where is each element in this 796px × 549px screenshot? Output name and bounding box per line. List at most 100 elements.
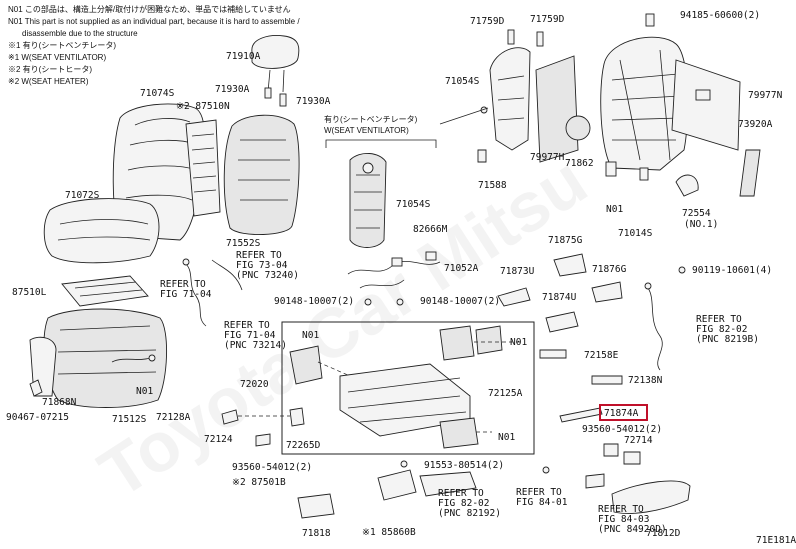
part-label-71588[interactable]: 71588 <box>478 180 507 191</box>
part-label-n01-top[interactable]: N01 <box>606 204 623 215</box>
part-label-87510l[interactable]: 87510L <box>12 287 47 298</box>
ref-note-ref-7104a-line-0[interactable]: REFER TO <box>160 279 206 290</box>
part-label-94185[interactable]: 94185-60600(2) <box>680 10 760 21</box>
part-label-91553[interactable]: 91553-80514(2) <box>424 460 504 471</box>
part-labels: 71759D 71759D 94185-60600(2) 71910A 71054S 79… <box>6 10 796 546</box>
part-label-72138n[interactable]: 72138N <box>628 375 663 386</box>
ref-note-ref-7104b-line-2[interactable]: (PNC 73214) <box>224 340 287 351</box>
part-label-71930a-l[interactable]: 71930A <box>215 84 250 95</box>
ref-note-ref-8202b-line-2[interactable]: (PNC 82192) <box>438 508 501 519</box>
harness-left <box>185 263 207 327</box>
part-label-72128a[interactable]: 72128A <box>156 412 191 423</box>
back-board <box>535 55 579 163</box>
part-label-71930a-r[interactable]: 71930A <box>296 96 331 107</box>
part-label-71876g[interactable]: 71876G <box>592 264 627 275</box>
part-label-71552s[interactable]: 71552S <box>226 238 261 249</box>
ref-note-ref-7104a-line-1[interactable]: FIG 71-04 <box>160 289 212 300</box>
note-line-3: disassemble due to the structure <box>22 29 138 38</box>
part-label-71910a[interactable]: 71910A <box>226 51 261 62</box>
inset-title-en: W(SEAT VENTILATOR) <box>324 126 409 135</box>
ref-note-ref-7104b-line-0[interactable]: REFER TO <box>224 320 270 331</box>
part-label-79977n[interactable]: 79977N <box>748 90 783 101</box>
part-label-71072s[interactable]: 71072S <box>65 190 100 201</box>
part-label-71052a[interactable]: 71052A <box>444 263 479 274</box>
part-label-72714[interactable]: 72714 <box>624 435 653 446</box>
part-label-71812d[interactable]: 71812D <box>646 528 681 539</box>
part-label-71873u[interactable]: 71873U <box>500 266 535 277</box>
cushion-pad <box>43 308 167 408</box>
note-line-5: ※1 W(SEAT VENTILATOR) <box>8 53 106 62</box>
ref-note-ref-8202b-line-0[interactable]: REFER TO <box>438 488 484 499</box>
ref-note-ref-8403-line-1[interactable]: FIG 84-03 <box>598 514 649 525</box>
ref-note-ref-8202a-line-0[interactable]: REFER TO <box>696 314 742 325</box>
part-label-71874u[interactable]: 71874U <box>542 292 577 303</box>
part-label-71759d[interactable]: 71759D <box>470 16 505 27</box>
ref-note-ref-8202a-line-1[interactable]: FIG 82-02 <box>696 324 747 335</box>
part-label-71875g[interactable]: 71875G <box>548 235 583 246</box>
part-label-71512s[interactable]: 71512S <box>112 414 147 425</box>
part-label-71862[interactable]: 71862 <box>565 158 594 169</box>
part-label-79977h[interactable]: 79977H <box>530 152 565 163</box>
part-label-90148-l[interactable]: 90148-10007(2) <box>274 296 354 307</box>
seatback-frame-left <box>439 29 544 163</box>
part-label-85860b[interactable]: ※1 85860B <box>362 527 416 538</box>
center-harness <box>347 251 441 306</box>
back-panel <box>671 59 741 151</box>
part-label-72125a[interactable]: 72125A <box>488 388 523 399</box>
ref-note-ref-7304-line-2[interactable]: (PNC 73240) <box>236 270 299 281</box>
note-line-1: N01 この部品は、構造上分解/取付けが困難なため、単品では補給していません <box>8 4 291 14</box>
part-label-71874a[interactable]: 71874A <box>604 408 639 419</box>
note-line-6: ※2 有り(シートヒータ) <box>8 64 92 74</box>
part-label-71014s[interactable]: 71014S <box>618 228 653 239</box>
part-label-87510n[interactable]: ※2 87510N <box>176 101 230 112</box>
connector <box>182 258 190 266</box>
part-label-72124[interactable]: 72124 <box>204 434 233 445</box>
part-label-90148-r[interactable]: 90148-10007(2) <box>420 296 500 307</box>
part-label-71074s[interactable]: 71074S <box>140 88 175 99</box>
part-label-72265d[interactable]: 72265D <box>286 440 321 451</box>
note-line-4: ※1 有り(シートベンチレータ) <box>8 40 116 50</box>
ref-note-ref-8401-line-0[interactable]: REFER TO <box>516 487 562 498</box>
part-label-73920a[interactable]: 73920A <box>738 119 773 130</box>
ref-note-ref-8403-line-2[interactable]: (PNC 84920D) <box>598 524 667 535</box>
part-label-93560-r[interactable]: 93560-54012(2) <box>582 424 662 435</box>
part-label-72554[interactable]: 72554 <box>682 208 711 219</box>
part-label-diag-code[interactable]: 71E181A <box>756 535 796 546</box>
part-label-n01-seat[interactable]: N01 <box>136 386 153 397</box>
note-line-2: N01 This part is not supplied as an indi… <box>8 17 300 26</box>
bottom-parts <box>297 460 691 519</box>
highlight-71874A <box>599 404 648 421</box>
part-label-90467[interactable]: 90467-07215 <box>6 412 69 423</box>
ref-note-ref-8202a-line-2[interactable]: (PNC 8219B) <box>696 334 759 345</box>
ventilator-inset: 有り(シートベンチレータ) W(SEAT VENTILATOR) <box>324 114 437 248</box>
connector <box>148 354 156 362</box>
part-label-71054s-top[interactable]: 71054S <box>445 76 480 87</box>
ref-note-ref-7104b-line-1[interactable]: FIG 71-04 <box>224 330 276 341</box>
part-label-71818[interactable]: 71818 <box>302 528 331 539</box>
ref-note-ref-8202b-line-1[interactable]: FIG 82-02 <box>438 498 489 509</box>
ref-note-ref-7304-line-1[interactable]: FIG 73-04 <box>236 260 288 271</box>
part-label-72158e[interactable]: 72158E <box>584 350 619 361</box>
part-label-71759d-b[interactable]: 71759D <box>530 14 565 25</box>
ref-note-ref-8401-line-1[interactable]: FIG 84-01 <box>516 497 568 508</box>
levers <box>221 407 305 447</box>
ref-note-ref-8403-line-0[interactable]: REFER TO <box>598 504 644 515</box>
harness-seatback <box>211 259 243 291</box>
part-label-72554-note[interactable]: (NO.1) <box>684 219 718 230</box>
part-label-87501b[interactable]: ※2 87501B <box>232 477 286 488</box>
ref-note-ref-7304-line-0[interactable]: REFER TO <box>236 250 282 261</box>
part-label-72020[interactable]: 72020 <box>240 379 269 390</box>
part-label-90119[interactable]: 90119-10601(4) <box>692 265 772 276</box>
part-label-71054s-mid[interactable]: 71054S <box>396 199 431 210</box>
part-label-71868n[interactable]: 71868N <box>42 397 77 408</box>
note-line-7: ※2 W(SEAT HEATER) <box>8 77 89 86</box>
part-label-n01-box1[interactable]: N01 <box>510 337 527 348</box>
part-label-82666m[interactable]: 82666M <box>413 224 448 235</box>
part-label-n01-left[interactable]: N01 <box>302 330 319 341</box>
part-label-n01-box2[interactable]: N01 <box>498 432 515 443</box>
adjuster-box <box>281 321 535 455</box>
part-label-93560-l[interactable]: 93560-54012(2) <box>232 462 312 473</box>
